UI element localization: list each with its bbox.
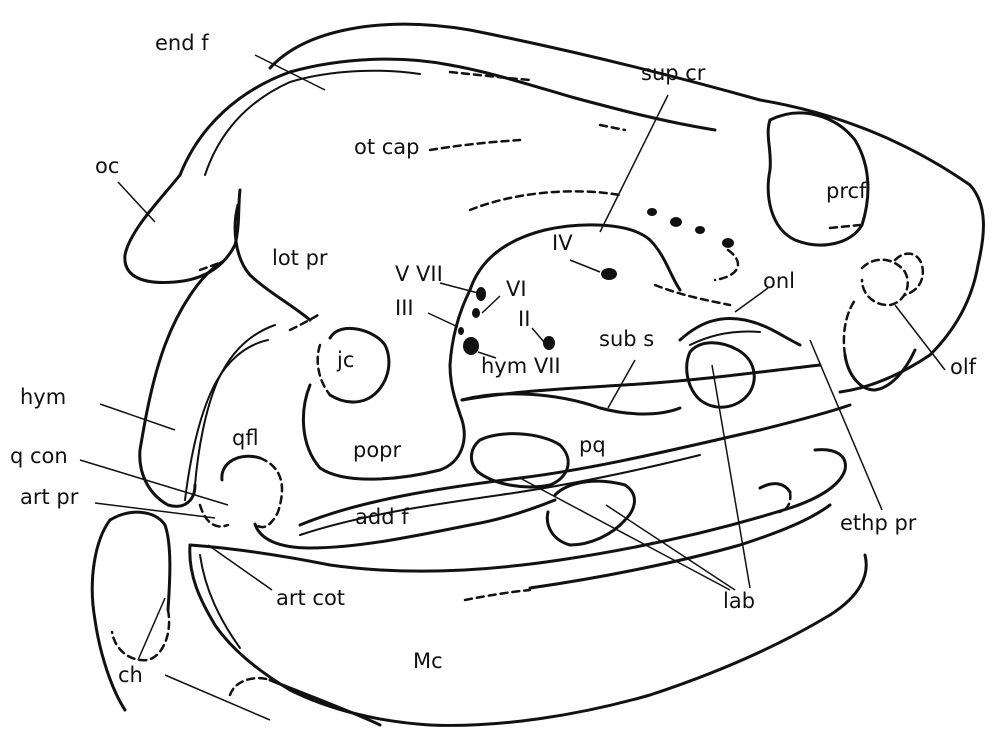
olfactory-dashed-2 [895, 254, 923, 295]
leader-hym [100, 404, 175, 430]
label-q-con: q con [10, 444, 68, 468]
occipital-outline [125, 175, 240, 283]
supraorbital-dashed-2 [430, 140, 520, 150]
leader-q-con [80, 460, 228, 505]
foramen-dot-4 [722, 238, 734, 248]
label-ot-cap: ot cap [354, 135, 420, 159]
supraorbital-dashed [470, 191, 620, 210]
otic-capsule-outline [180, 59, 715, 175]
meckel-lower-outline [190, 545, 866, 725]
foramen-dot-2 [670, 217, 682, 227]
label-hym-vii: hym VII [481, 354, 561, 378]
label-end-f: end f [155, 31, 209, 55]
leader-end-f [255, 55, 325, 90]
hyomandibular-outline [140, 262, 222, 506]
meckel-upper-outline [190, 450, 845, 571]
leader-iii [428, 313, 458, 327]
meckel-mid-outline [530, 505, 830, 588]
prefacial-commissure-dashed [830, 225, 860, 228]
label-lab: lab [723, 589, 755, 613]
label-sup-cr: sup cr [641, 61, 706, 85]
label-art-pr: art pr [20, 485, 79, 509]
foramen-ii [543, 336, 555, 350]
label-ethp-pr: ethp pr [840, 511, 917, 535]
nerve-foramina [458, 268, 617, 355]
ceratohyal-outline [110, 512, 170, 610]
olfactory-dashed-1 [862, 260, 908, 305]
label-vi: VI [506, 277, 527, 301]
label-jc: jc [336, 348, 354, 372]
olfactory-lower-outline [845, 350, 915, 390]
meckel-anterior-outline [760, 484, 790, 492]
label-add-f: add f [355, 505, 409, 529]
labels: end f sup cr ot cap oc prcf lot pr IV V … [10, 31, 977, 687]
ethmoid-inner-outline [690, 332, 760, 345]
label-oc: oc [95, 154, 119, 178]
labial-cartilage-lower [547, 481, 634, 545]
hyomandibular-inner-outline [195, 325, 275, 485]
quadrate-condyle-dashed [200, 505, 228, 526]
label-olf: olf [950, 355, 977, 379]
foramen-iv [601, 268, 617, 280]
foramen-hym-vii [463, 337, 479, 355]
foramen-iii [458, 327, 464, 335]
ceratohyal-lower-dashed [230, 678, 270, 695]
label-qfl: qfl [232, 426, 259, 450]
subocular-shelf-lower-outline [462, 394, 680, 414]
prefacial-lower-dashed [715, 250, 738, 280]
foramen-v-vii [476, 287, 486, 301]
foramen-dot-3 [695, 226, 705, 234]
label-art-cot: art cot [276, 586, 345, 610]
otic-capsule-dashed-2 [600, 125, 625, 130]
meckel-dashed [465, 590, 530, 600]
foramen-vi [472, 308, 480, 318]
label-onl: onl [763, 269, 795, 293]
leader-iv [570, 260, 600, 272]
label-iii: III [395, 296, 414, 320]
quadrate-flange-outline [222, 456, 260, 480]
label-mc: Mc [413, 649, 443, 673]
subocular-shelf-outline [470, 225, 680, 290]
leader-lines [80, 55, 945, 720]
ceratohyal-lower-outline [270, 680, 380, 725]
hym-dashed [290, 315, 318, 330]
label-popr: popr [353, 438, 402, 462]
label-iv: IV [552, 231, 573, 255]
leader-ii [532, 328, 544, 342]
jugular-canal-dashed [318, 345, 330, 395]
label-sub-s: sub s [599, 327, 654, 351]
leader-oc [118, 182, 155, 222]
label-ii: II [518, 307, 530, 331]
label-lot-pr: lot pr [272, 246, 328, 270]
label-pq: pq [579, 433, 606, 457]
label-v-vii: V VII [395, 262, 443, 286]
label-hym: hym [20, 385, 66, 409]
leader-sup-cr [600, 95, 668, 232]
sub-s-dashed [655, 285, 730, 305]
otic-capsule-inner-outline [205, 71, 420, 175]
label-ch: ch [118, 663, 143, 687]
quadrate-flange-dashed [255, 458, 282, 527]
olfactory-lower-dashed [844, 300, 855, 355]
leader-ch-2 [165, 675, 270, 720]
label-prcf: prcf [826, 179, 867, 203]
foramen-dot-1 [647, 208, 657, 216]
